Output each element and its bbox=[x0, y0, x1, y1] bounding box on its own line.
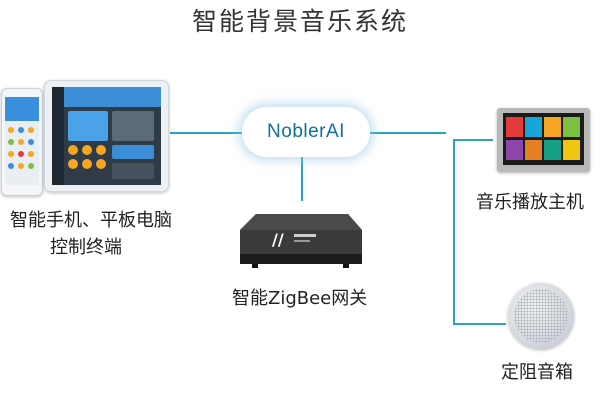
gateway-label: 智能ZigBee网关 bbox=[232, 288, 368, 309]
connector-hub-player bbox=[370, 132, 446, 134]
music-player-host-image bbox=[497, 108, 590, 172]
connector-bus-vertical bbox=[453, 139, 455, 325]
devices-label: 智能手机、平板电脑 控制终端 bbox=[10, 207, 172, 261]
tablet-image bbox=[44, 80, 169, 192]
svg-text://: // bbox=[272, 230, 284, 249]
smartphone-image bbox=[1, 88, 43, 196]
hub-cloud: NoblerAI bbox=[242, 107, 370, 157]
connector-bus-speaker bbox=[453, 323, 506, 325]
diagram-title: 智能背景音乐系统 bbox=[191, 7, 408, 36]
music-player-label: 音乐播放主机 bbox=[476, 192, 584, 213]
connector-devices-hub bbox=[170, 132, 242, 134]
connector-bus-player bbox=[453, 139, 493, 141]
devices-label-line1: 智能手机、平板电脑 bbox=[10, 210, 172, 231]
speaker-label: 定阻音箱 bbox=[501, 362, 573, 383]
connector-hub-gateway bbox=[301, 157, 303, 201]
hub-label: NoblerAI bbox=[267, 121, 345, 142]
zigbee-gateway-image: // bbox=[240, 214, 362, 268]
devices-label-line2: 控制终端 bbox=[50, 237, 122, 258]
ceiling-speaker-image bbox=[508, 283, 574, 349]
